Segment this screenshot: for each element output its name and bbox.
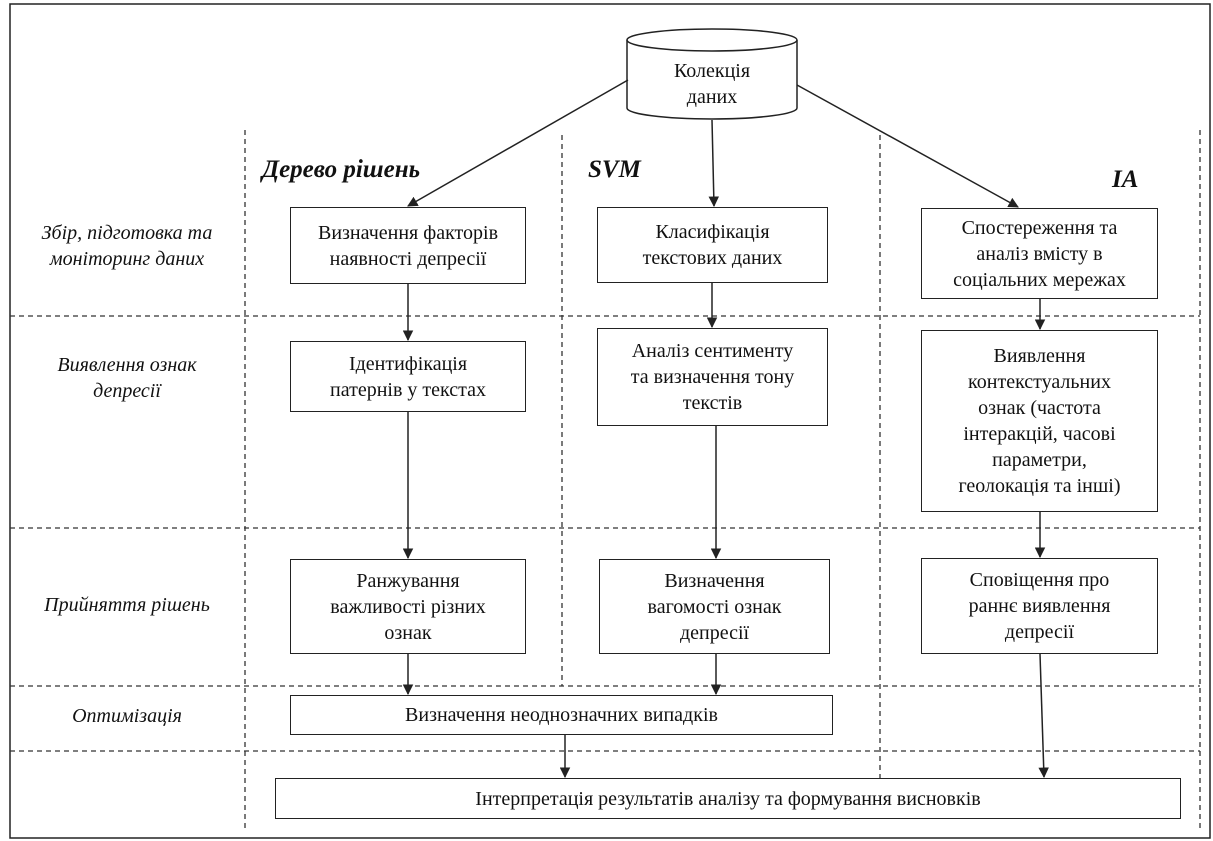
arrow-db-to-dt [407,79,629,207]
row-dividers [10,315,1200,752]
outer-frame [9,3,1211,839]
box-dt-patterns-text: Ідентифікація патернів у текстах [330,352,486,401]
stage-label-detection: Виявлення ознак депресії [57,354,197,402]
box-svm-classification: Класифікація текстових даних [597,207,828,283]
stage-label-decision: Прийняття рішень [44,594,210,616]
box-ambiguous-cases-text: Визначення неоднозначних випадків [405,704,718,726]
box-dt-factors-text: Визначення факторів наявності депресії [317,221,499,270]
stage-label-collection: Збір, підготовка та моніторинг даних [41,222,213,270]
box-dt-patterns: Ідентифікація патернів у текстах [290,341,526,412]
column-title-svm: SVM [588,156,641,183]
box-dt-factors: Визначення факторів наявності депресії [290,207,526,284]
box-dt-ranking-text: Ранжування важливості різних ознак [330,569,486,644]
column-dividers [244,130,1201,828]
arrow-db-to-ia [796,84,1019,208]
box-ia-alert-text: Сповіщення про раннє виявлення депресії [968,569,1111,643]
box-ia-context: Виявлення контекстуальних ознак (частота… [921,330,1158,512]
box-ia-monitoring: Спостереження та аналіз вмісту в соціаль… [921,208,1158,299]
box-ia-context-text: Виявлення контекстуальних ознак (частота… [958,345,1121,497]
source-label: Колекція даних [673,60,751,108]
arrows [402,79,1049,779]
stage-label-optimization: Оптимізація [72,705,182,727]
database-icon [626,28,798,120]
box-svm-weights: Визначення вагомості ознак депресії [599,559,830,654]
box-svm-sentiment: Аналіз сентименту та визначення тону тек… [597,328,828,426]
box-dt-ranking: Ранжування важливості різних ознак [290,559,526,654]
arrow-db-to-svm [708,119,720,208]
box-ambiguous-cases: Визначення неоднозначних випадків [290,695,833,735]
column-title-ia: IA [1112,166,1139,193]
box-svm-weights-text: Визначення вагомості ознак депресії [647,569,782,644]
box-ia-monitoring-text: Спостереження та аналіз вмісту в соціаль… [953,216,1126,291]
box-ia-alert: Сповіщення про раннє виявлення депресії [921,558,1158,654]
box-interpretation-text: Інтерпретація результатів аналізу та фор… [475,787,981,810]
box-svm-sentiment-text: Аналіз сентименту та визначення тону тек… [630,340,795,414]
box-svm-classification-text: Класифікація текстових даних [642,221,783,269]
box-interpretation: Інтерпретація результатів аналізу та фор… [275,778,1181,819]
arrow-ia3-final [1038,653,1049,779]
column-title-decision-tree: Дерево рішень [262,156,421,183]
